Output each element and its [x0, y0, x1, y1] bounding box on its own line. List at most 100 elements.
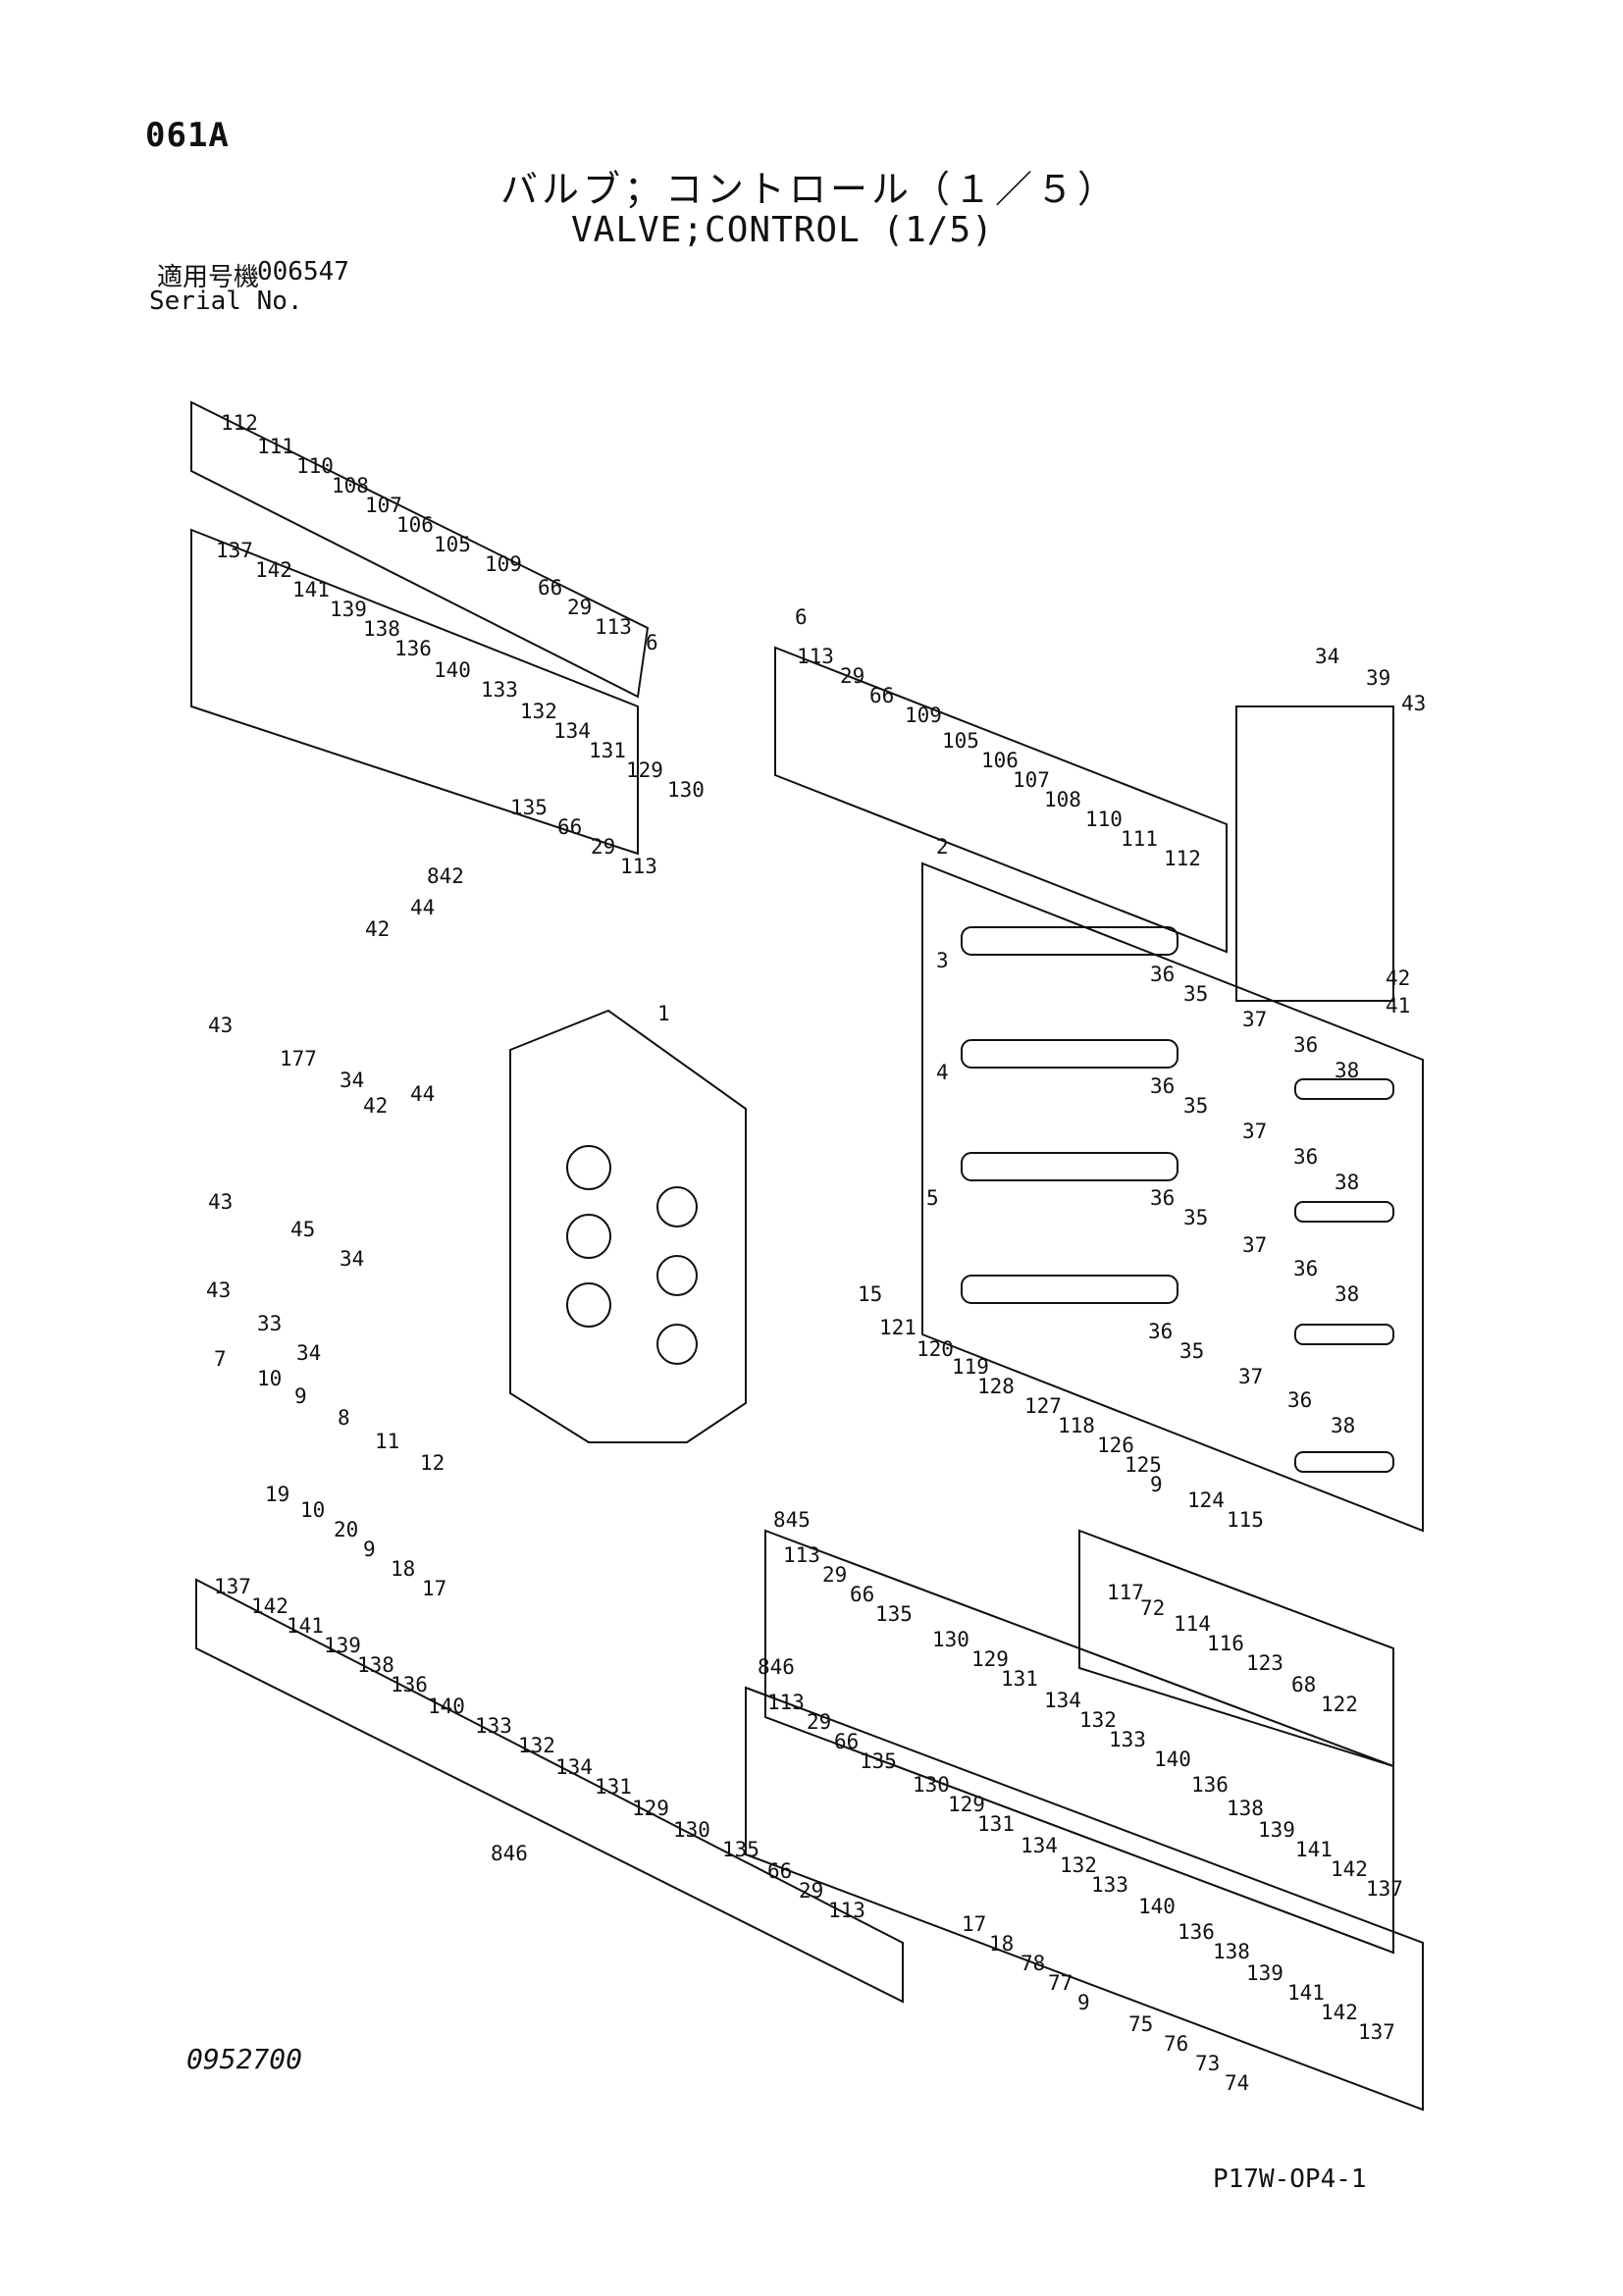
part-label: 36 [1150, 963, 1175, 986]
port-2 [566, 1214, 611, 1259]
part-label: 137 [216, 539, 253, 562]
part-label: 135 [875, 1602, 913, 1626]
part-label: 76 [1164, 2032, 1188, 2056]
part-label: 142 [1331, 1857, 1368, 1881]
part-label: 136 [1178, 1920, 1215, 1944]
part-label: 36 [1150, 1186, 1175, 1210]
part-label: 110 [296, 454, 334, 478]
title-english: VALVE;CONTROL (1/5) [571, 210, 994, 250]
part-label: 15 [858, 1282, 882, 1306]
part-label: 132 [518, 1734, 555, 1757]
part-label: 34 [340, 1069, 364, 1092]
part-label: 106 [396, 513, 434, 537]
part-label: 140 [428, 1695, 465, 1718]
part-label: 177 [280, 1047, 317, 1070]
port-1 [566, 1145, 611, 1190]
part-label: 17 [962, 1912, 986, 1936]
frame-right-subassembly [1078, 1529, 1394, 1768]
part-label: 133 [475, 1714, 512, 1738]
part-label: 142 [1321, 2001, 1358, 2024]
part-label: 112 [1164, 847, 1201, 870]
part-label: 35 [1183, 982, 1208, 1006]
part-label: 9 [1077, 1991, 1090, 2014]
part-label: 75 [1128, 2012, 1153, 2036]
part-label: 123 [1246, 1651, 1283, 1675]
part-label: 5 [926, 1186, 939, 1210]
part-label: 36 [1293, 1033, 1318, 1057]
port-3 [566, 1282, 611, 1328]
part-label: 116 [1207, 1632, 1244, 1655]
frame-spool-group [921, 861, 1424, 1533]
part-number-labels: 1121111101081071061051096629113613714214… [206, 411, 1426, 2095]
part-label: 9 [1150, 1473, 1163, 1496]
part-label: 142 [255, 558, 292, 582]
part-label: 134 [1021, 1834, 1058, 1857]
part-label: 129 [626, 758, 663, 782]
part-label: 37 [1242, 1008, 1267, 1031]
group-frames [190, 400, 1424, 2112]
part-label: 38 [1335, 1059, 1359, 1082]
part-label: 140 [434, 658, 471, 682]
part-label: 9 [294, 1384, 307, 1408]
part-label: 131 [977, 1812, 1015, 1836]
part-label: 18 [391, 1557, 415, 1581]
part-label: 113 [595, 615, 632, 639]
part-label: 121 [879, 1316, 916, 1339]
part-label: 135 [510, 796, 548, 819]
part-label: 72 [1140, 1596, 1165, 1620]
title-japanese: バルブ；コントロール（１／５） [500, 168, 1120, 211]
part-label: 29 [567, 596, 592, 619]
part-label: 141 [287, 1614, 324, 1638]
part-label: 846 [491, 1842, 528, 1865]
part-label: 133 [1091, 1873, 1128, 1897]
part-label: 20 [334, 1518, 358, 1541]
part-label: 108 [332, 474, 369, 497]
part-label: 107 [365, 494, 402, 517]
part-label: 66 [538, 576, 562, 600]
part-label: 73 [1195, 2052, 1220, 2075]
part-label: 38 [1331, 1414, 1355, 1437]
part-label: 7 [214, 1347, 227, 1371]
part-label: 131 [589, 739, 626, 762]
part-label: 66 [767, 1859, 792, 1883]
part-label: 109 [485, 552, 522, 576]
part-label: 842 [427, 864, 464, 888]
part-label: 44 [410, 896, 435, 919]
part-label: 140 [1138, 1895, 1176, 1918]
part-label: 29 [807, 1710, 831, 1734]
part-label: 41 [1386, 994, 1410, 1018]
part-label: 111 [1121, 827, 1158, 851]
part-label: 134 [553, 719, 591, 743]
frame-lower-left-group [195, 1578, 904, 2004]
spool-3 [961, 1039, 1178, 1069]
part-label: 78 [1021, 1952, 1045, 1975]
part-label: 33 [257, 1312, 282, 1335]
serial-label-english: Serial No. [149, 287, 303, 316]
part-label: 127 [1024, 1394, 1062, 1418]
part-label: 114 [1174, 1612, 1211, 1636]
frame-lower-right-group [745, 1686, 1424, 2112]
spool-5 [961, 1275, 1178, 1304]
part-label: 120 [916, 1337, 954, 1361]
part-label: 29 [591, 835, 615, 859]
part-label: 10 [257, 1367, 282, 1390]
part-label: 77 [1048, 1971, 1073, 1995]
part-label: 139 [1246, 1961, 1283, 1985]
rod-38-d [1294, 1451, 1394, 1473]
part-label: 37 [1242, 1120, 1267, 1143]
part-label: 43 [208, 1190, 233, 1214]
part-label: 129 [632, 1797, 669, 1820]
part-label: 35 [1183, 1206, 1208, 1229]
part-label: 17 [422, 1577, 446, 1600]
part-label: 29 [822, 1563, 847, 1587]
part-label: 36 [1148, 1320, 1173, 1343]
part-label: 139 [324, 1634, 361, 1657]
part-label: 42 [365, 917, 390, 941]
part-label: 132 [520, 700, 557, 723]
part-label: 117 [1107, 1581, 1144, 1604]
part-label: 110 [1085, 808, 1123, 831]
part-label: 136 [391, 1673, 428, 1696]
part-label: 66 [557, 815, 582, 839]
part-label: 135 [722, 1838, 759, 1861]
part-label: 141 [1295, 1838, 1333, 1861]
